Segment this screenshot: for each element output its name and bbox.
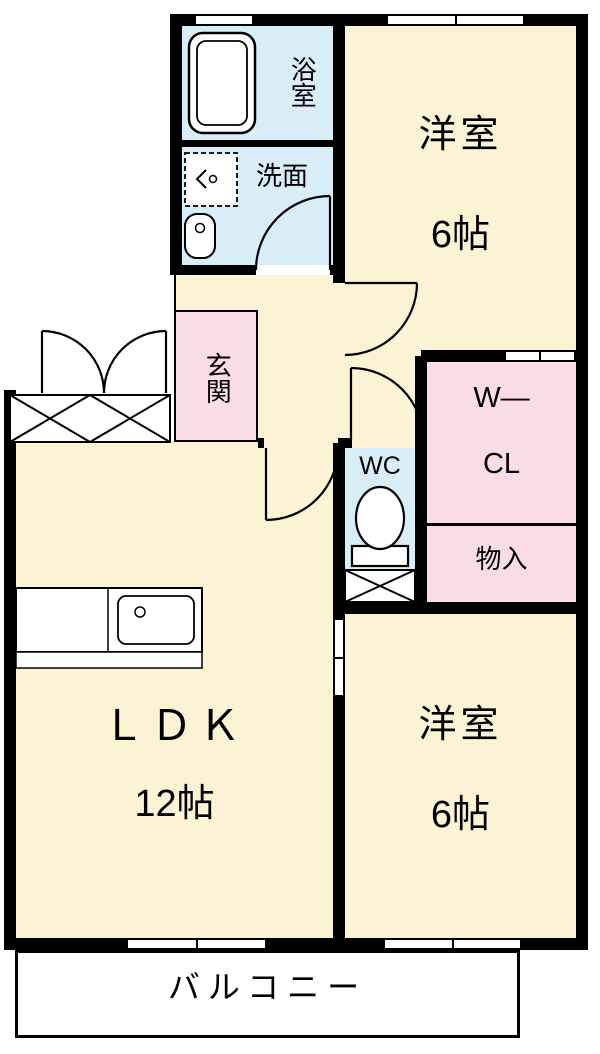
ldk-label: ＬＤＫ — [102, 701, 247, 749]
bedroom-bottom-balcony-window — [385, 938, 520, 950]
wc-storage-xbox-icon — [344, 569, 416, 603]
wall-washroom-bottom-left — [170, 265, 256, 275]
walkin-closet-label-line2: CL — [482, 448, 521, 481]
ldk-area — [16, 442, 333, 938]
hall-area — [345, 350, 421, 448]
wall-left-upper — [170, 14, 182, 275]
walkin-closet-area — [427, 362, 576, 526]
bedroom-top-size: 6帖 — [430, 214, 491, 257]
bedroom-top-door-arc — [344, 281, 419, 357]
closet-sliding-door — [506, 350, 574, 362]
wall-hall-stub — [415, 438, 427, 448]
bedroom-top-label: 洋室 — [418, 114, 503, 157]
wall-closet-left — [415, 356, 427, 602]
window-mullion — [539, 352, 541, 360]
closet-storage-divider — [427, 523, 576, 526]
balcony-label: バルコニー — [167, 969, 368, 1006]
wall-right — [576, 14, 588, 950]
entrance-porch-xbox-icon — [9, 394, 171, 443]
wall-corridor-stub — [258, 438, 264, 448]
balcony-area — [15, 950, 520, 1038]
bedroom-bottom-sliding-door — [333, 620, 345, 695]
storage-area — [427, 526, 576, 602]
wc-label: WC — [359, 452, 401, 481]
wall-closet-top-left — [421, 350, 506, 362]
wall-center-upper — [333, 14, 345, 283]
entrance-bottom-line — [176, 440, 258, 442]
bedroom-top-window — [388, 14, 523, 26]
entrance-label: 玄関 — [202, 352, 233, 404]
washroom-door-arc — [254, 194, 332, 271]
bathtub-icon — [187, 31, 257, 135]
wall-closet-top-right — [574, 350, 588, 362]
storage-label: 物入 — [475, 543, 528, 574]
wc-door-arc — [349, 366, 425, 441]
window-mullion — [195, 940, 198, 948]
bedroom-bottom-label: 洋室 — [418, 704, 503, 747]
wall-storage-bottom — [345, 602, 588, 614]
bedroom-bottom-size: 6帖 — [430, 794, 491, 837]
bath-window — [196, 14, 252, 26]
bedroom-top-area — [345, 26, 576, 350]
wall-left-lower — [4, 390, 16, 950]
bedroom-bottom-area — [345, 614, 576, 938]
wall-center-lower — [333, 695, 345, 938]
ldk-balcony-window — [128, 938, 265, 950]
entrance-left-line — [174, 275, 176, 442]
entrance-door-icon — [40, 329, 168, 394]
wall-bath-divider — [182, 140, 333, 147]
entrance-area — [176, 312, 258, 442]
sink-icon — [184, 213, 216, 259]
washing-machine-pan-icon — [184, 152, 238, 207]
kitchen-counter-icon — [15, 587, 203, 669]
walkin-closet-label-line1: W― — [473, 382, 530, 415]
window-mullion — [335, 656, 343, 659]
wall-center-mid — [333, 443, 345, 620]
bath-label: 浴室 — [287, 56, 318, 108]
entrance-top-line — [176, 310, 258, 312]
ldk-door-arc — [264, 447, 340, 522]
window-mullion — [454, 16, 457, 24]
wall-wc-stub — [338, 438, 352, 448]
washroom-label: 洗面 — [255, 160, 308, 191]
ldk-size: 12帖 — [134, 783, 215, 826]
toilet-icon — [350, 485, 410, 568]
window-mullion — [451, 940, 454, 948]
entrance-right-line — [256, 310, 258, 442]
